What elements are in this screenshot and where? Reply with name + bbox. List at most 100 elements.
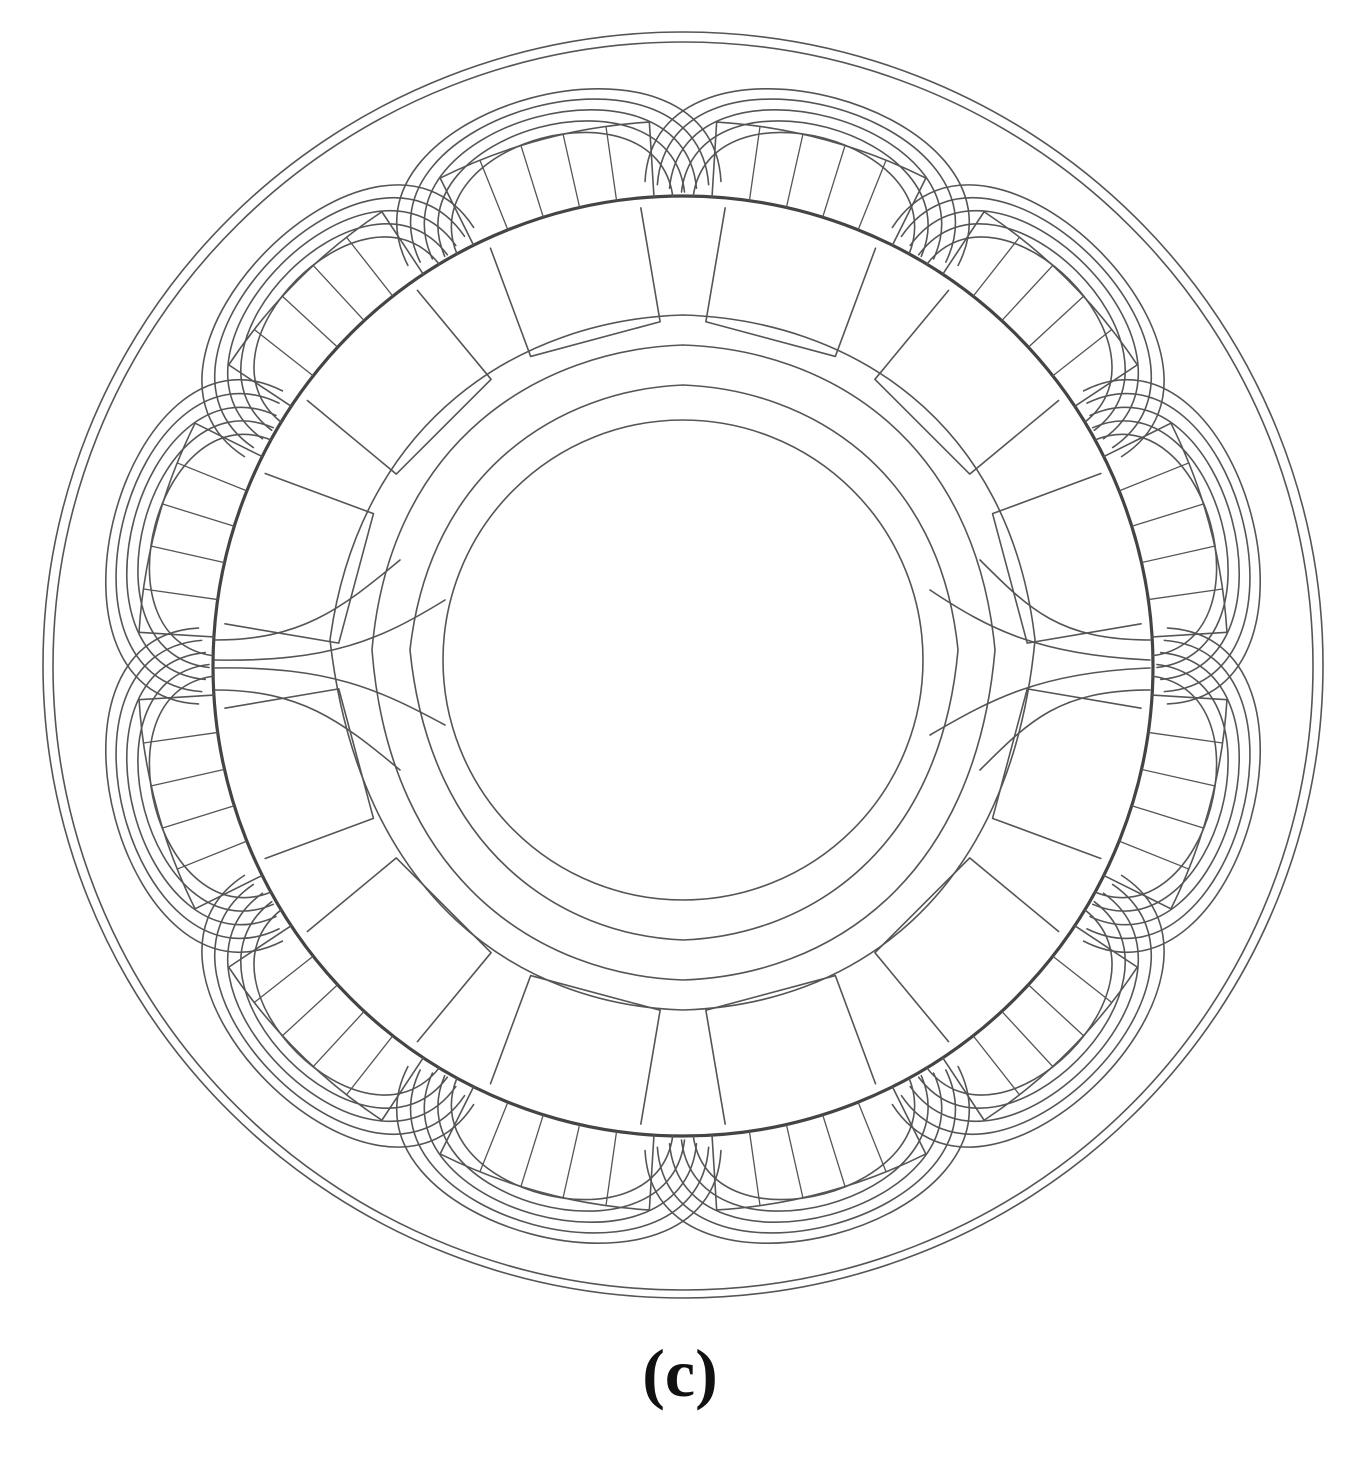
flux-line bbox=[680, 1074, 929, 1212]
stator-segments bbox=[138, 121, 1228, 1211]
stator-segment bbox=[227, 924, 425, 1122]
segment-division bbox=[1141, 545, 1215, 564]
segment-division bbox=[1052, 955, 1113, 1003]
flux-line bbox=[644, 1065, 970, 1244]
segment-division bbox=[822, 145, 846, 218]
flux-line bbox=[253, 909, 440, 1096]
segment-division bbox=[520, 1114, 544, 1187]
segment-division bbox=[312, 1010, 365, 1067]
flux-line bbox=[240, 900, 449, 1109]
segment-division bbox=[972, 236, 1020, 297]
stator-segment bbox=[711, 121, 927, 247]
stator-segment bbox=[138, 694, 264, 910]
flux-line bbox=[396, 1065, 722, 1244]
shaft-circle bbox=[442, 419, 924, 901]
rotor-slot bbox=[991, 688, 1142, 860]
segment-division bbox=[479, 1101, 509, 1172]
flux-line bbox=[917, 900, 1126, 1109]
flux-line bbox=[214, 883, 466, 1135]
segment-division bbox=[151, 545, 225, 564]
segment-division bbox=[748, 1131, 761, 1206]
flux-line bbox=[450, 131, 674, 255]
segment-division bbox=[785, 1124, 804, 1198]
flux-line bbox=[214, 197, 466, 449]
flux-line bbox=[240, 223, 449, 432]
flux-line bbox=[423, 109, 698, 260]
flux-line bbox=[909, 209, 1140, 440]
flux-line bbox=[137, 663, 275, 912]
flux-line bbox=[1094, 433, 1218, 657]
segment-division bbox=[857, 160, 887, 231]
flux-line bbox=[423, 1072, 698, 1223]
flux-line bbox=[105, 627, 284, 953]
flux-line bbox=[1086, 639, 1251, 939]
stator-segment bbox=[711, 1085, 927, 1211]
segment-division bbox=[972, 1035, 1020, 1096]
segment-division bbox=[562, 134, 581, 208]
rotor-slot bbox=[306, 289, 492, 475]
flux-line bbox=[226, 892, 457, 1123]
rotor-slot bbox=[306, 857, 492, 1043]
flux-line bbox=[692, 131, 916, 255]
flux-line bbox=[137, 420, 275, 669]
flux-line bbox=[148, 675, 272, 899]
segment-division bbox=[1001, 265, 1054, 322]
flux-line bbox=[668, 1072, 943, 1223]
flux-line bbox=[1086, 393, 1251, 693]
flux-line bbox=[900, 883, 1152, 1135]
airgap-circle bbox=[211, 194, 1155, 1138]
flux-line bbox=[909, 892, 1140, 1123]
flux-line bbox=[1082, 627, 1261, 953]
flux-line bbox=[437, 1074, 686, 1212]
flux-line bbox=[115, 639, 280, 939]
flux-line bbox=[148, 433, 272, 657]
segment-division bbox=[282, 984, 339, 1037]
rotor-slot bbox=[224, 472, 375, 644]
segment-division bbox=[1131, 805, 1204, 829]
segment-division bbox=[162, 805, 235, 829]
segment-division bbox=[151, 768, 225, 787]
segment-division bbox=[1118, 462, 1189, 492]
segment-division bbox=[282, 295, 339, 348]
flux-line bbox=[644, 88, 970, 267]
rotor-slot bbox=[489, 974, 661, 1125]
rotor-slot bbox=[874, 289, 1060, 475]
flux-line bbox=[656, 1069, 956, 1234]
segment-division bbox=[605, 1131, 618, 1206]
stator-segment bbox=[227, 210, 425, 408]
segment-division bbox=[346, 1035, 394, 1096]
segment-division bbox=[1131, 503, 1204, 527]
stator-segment bbox=[1102, 694, 1228, 910]
stator-segment bbox=[439, 1085, 655, 1211]
segment-division bbox=[857, 1101, 887, 1172]
segment-division bbox=[253, 329, 314, 377]
segment-division bbox=[1052, 329, 1113, 377]
flux-line bbox=[668, 109, 943, 260]
figure-caption: (c) bbox=[642, 1335, 718, 1411]
segment-division bbox=[1148, 731, 1223, 744]
flux-line bbox=[891, 874, 1165, 1148]
flux-line bbox=[656, 98, 956, 263]
flux-line bbox=[1091, 663, 1229, 912]
flux-line bbox=[692, 1077, 916, 1201]
segment-division bbox=[253, 955, 314, 1003]
stator-segment bbox=[941, 924, 1139, 1122]
segment-division bbox=[520, 145, 544, 218]
segment-division bbox=[346, 236, 394, 297]
flux-line bbox=[926, 236, 1113, 423]
flux-line bbox=[396, 88, 722, 267]
stator-segment bbox=[439, 121, 655, 247]
rotor-slot bbox=[705, 207, 877, 358]
segment-division bbox=[785, 134, 804, 208]
rotor-slot bbox=[874, 857, 1060, 1043]
segment-division bbox=[312, 265, 365, 322]
flux-lobes bbox=[105, 88, 1261, 1244]
flux-line bbox=[126, 406, 277, 681]
rotor-core-flux bbox=[214, 314, 1151, 1011]
flux-line bbox=[926, 909, 1113, 1096]
flux-line bbox=[1091, 420, 1229, 669]
segment-division bbox=[1027, 295, 1084, 348]
flux-line bbox=[891, 184, 1165, 458]
stator-segment bbox=[138, 422, 264, 638]
flux-line bbox=[201, 184, 475, 458]
